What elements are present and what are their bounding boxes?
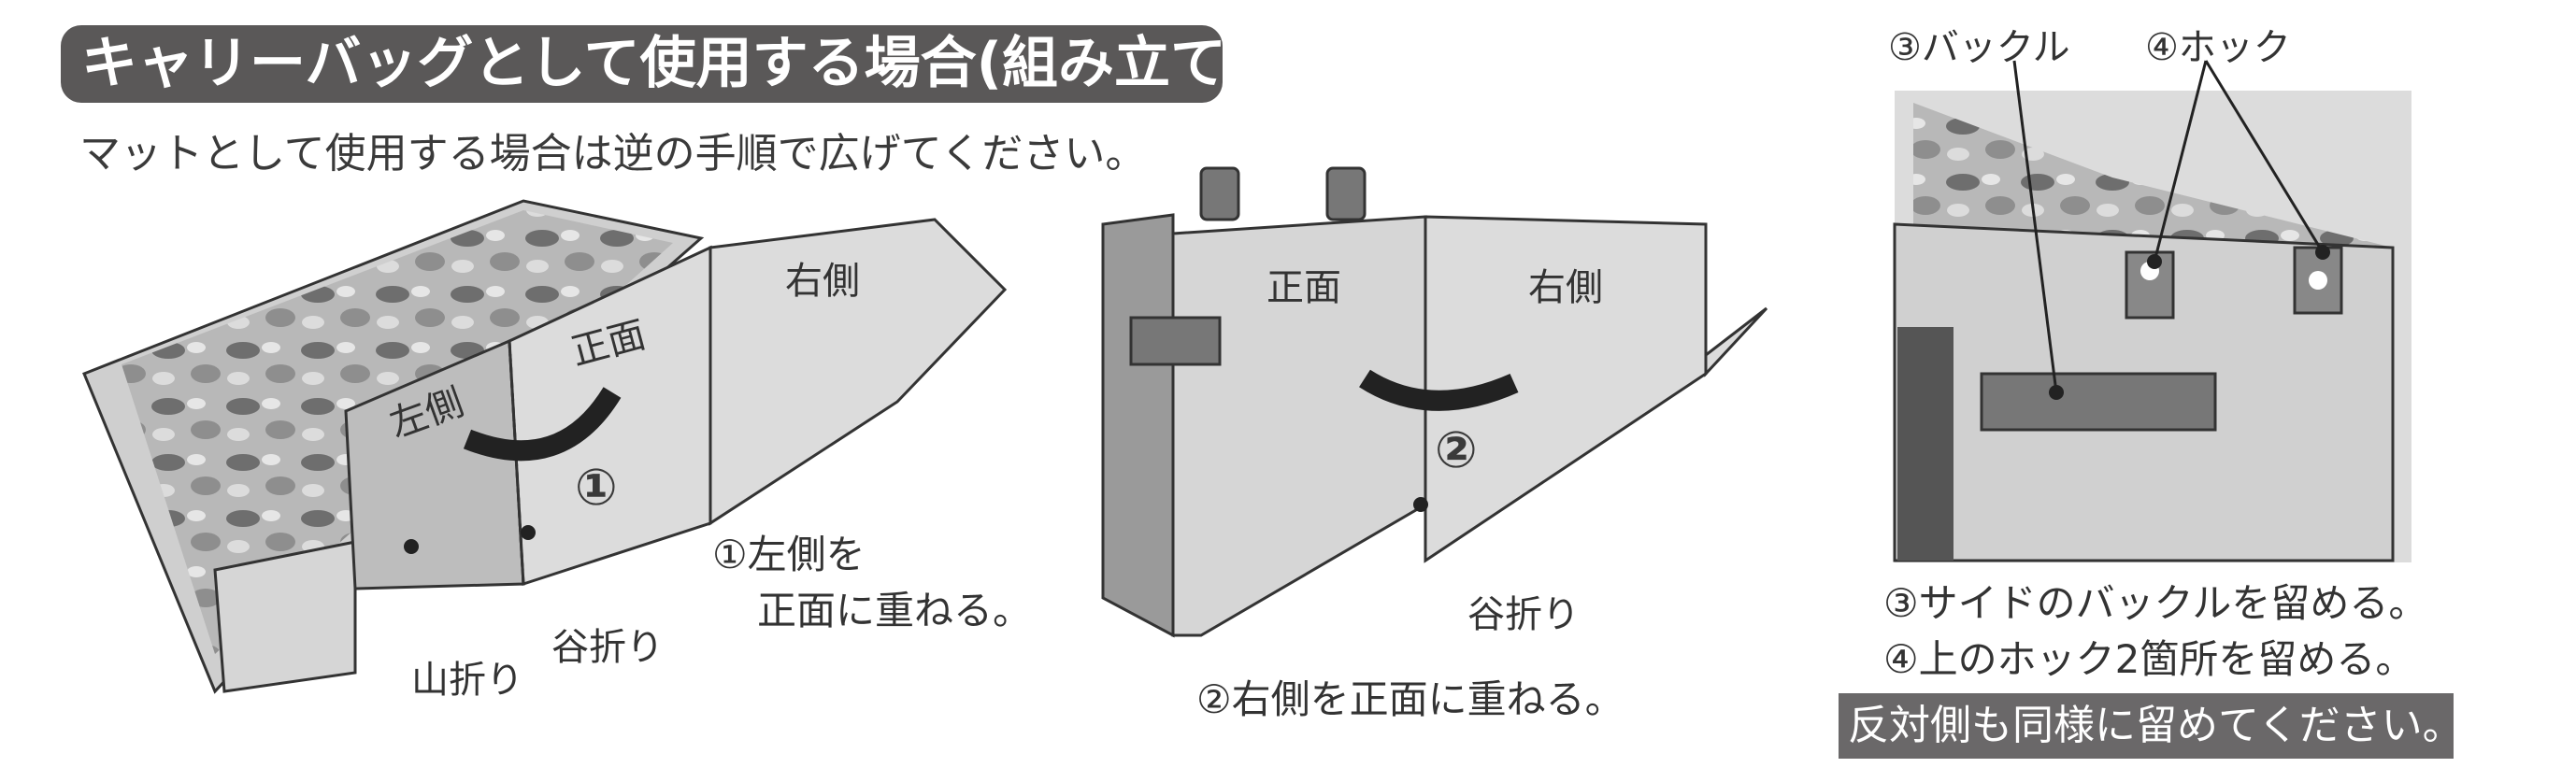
label-valley-fold: 谷折り [1467, 593, 1580, 636]
section-title: キャリーバッグとして使用する場合(組み立て方) [61, 25, 1308, 103]
step3-illustration [1893, 60, 2411, 562]
step2-badge: ② [1435, 420, 1478, 479]
note-banner: 反対側も同様に留めてください。 [1839, 693, 2464, 759]
step1-illustration [82, 199, 1008, 694]
step2-illustration [1101, 166, 1768, 638]
step2-caption: ②右側を正面に重ねる。 [1196, 676, 1624, 722]
label-front: 正面 [1267, 266, 1341, 309]
label-buckle: ③バックル [1888, 26, 2070, 69]
label-right-side: 右側 [785, 260, 860, 303]
label-right-side: 右側 [1528, 266, 1603, 309]
fold-arrow-icon [463, 387, 622, 462]
step1-caption-line2: 正面に重ねる。 [757, 588, 1033, 633]
step1-caption-line1: ①左側を [712, 532, 866, 577]
step3-caption-line1: ③サイドのバックルを留める。 [1883, 580, 2428, 626]
buckle-icon [1980, 372, 2217, 432]
step3-caption-line2: ④上のホック2箇所を留める。 [1883, 636, 2415, 682]
label-valley-fold: 谷折り [551, 626, 664, 669]
label-mountain-fold: 山折り [411, 659, 523, 702]
fold-arrow-icon [1359, 369, 1519, 411]
label-hook: ④ホック [2145, 26, 2291, 69]
step1-badge: ① [575, 458, 618, 517]
buckle-icon [1129, 316, 1222, 366]
subtitle: マットとして使用する場合は逆の手順で広げてください。 [79, 130, 1147, 178]
